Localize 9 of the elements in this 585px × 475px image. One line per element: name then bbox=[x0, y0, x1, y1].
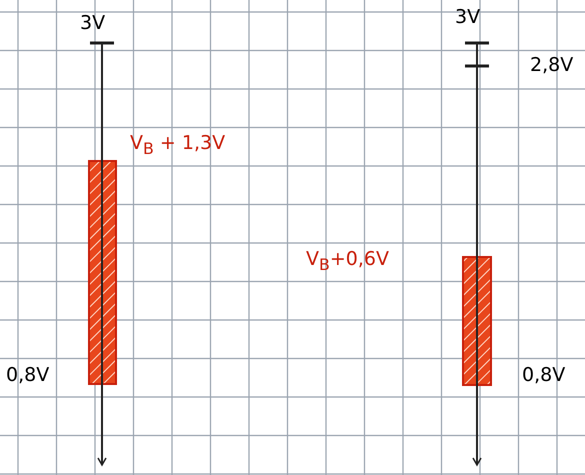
tick-label: 0,8V bbox=[6, 366, 50, 385]
tick-label: 0,8V bbox=[522, 366, 566, 385]
value-label: V$_{B}$ + 1,3V bbox=[130, 134, 226, 157]
range-bar bbox=[88, 160, 117, 385]
axis-label: 3V bbox=[80, 14, 106, 33]
axis-label: 3V bbox=[455, 8, 480, 27]
value-label: V$_{B}$+0,6V bbox=[306, 250, 389, 273]
tick-label: 2,8V bbox=[530, 56, 574, 75]
range-bar bbox=[462, 256, 492, 386]
